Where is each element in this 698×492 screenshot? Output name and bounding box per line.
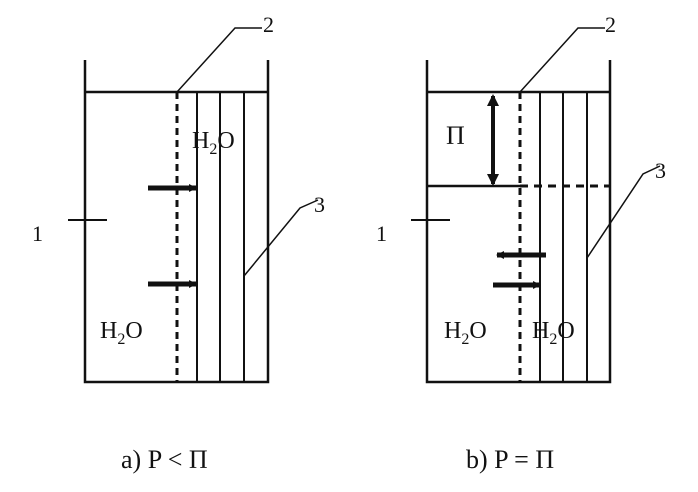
- solution-hatch-b: [539, 92, 588, 382]
- leader-solution-a: [243, 199, 319, 277]
- leader-membrane-b: [519, 27, 605, 93]
- leader-solution-b: [586, 165, 661, 259]
- solution-hatch-a: [196, 92, 245, 382]
- marker-1-b: 1: [376, 221, 387, 246]
- panel-b: Π 2 3 1 H2O H2O b) P = Π: [376, 12, 666, 474]
- marker-1-a: 1: [32, 221, 43, 246]
- solvent-label-right-b: H2O: [532, 318, 575, 348]
- solvent-label-right-a: H2O: [192, 128, 235, 158]
- caption-b: b) P = Π: [466, 445, 554, 474]
- leader-membrane-a: [176, 27, 262, 93]
- marker-3-a: 3: [314, 192, 325, 217]
- caption-a: a) P < Π: [121, 445, 208, 474]
- solvent-label-left-a: H2O: [100, 318, 143, 348]
- marker-2-b: 2: [605, 12, 616, 37]
- solvent-label-left-b: H2O: [444, 318, 487, 348]
- pressure-label-b: Π: [446, 121, 465, 150]
- panel-a: 2 3 1 H2O H2O a) P < Π: [32, 12, 325, 474]
- marker-3-b: 3: [655, 158, 666, 183]
- marker-2-a: 2: [263, 12, 274, 37]
